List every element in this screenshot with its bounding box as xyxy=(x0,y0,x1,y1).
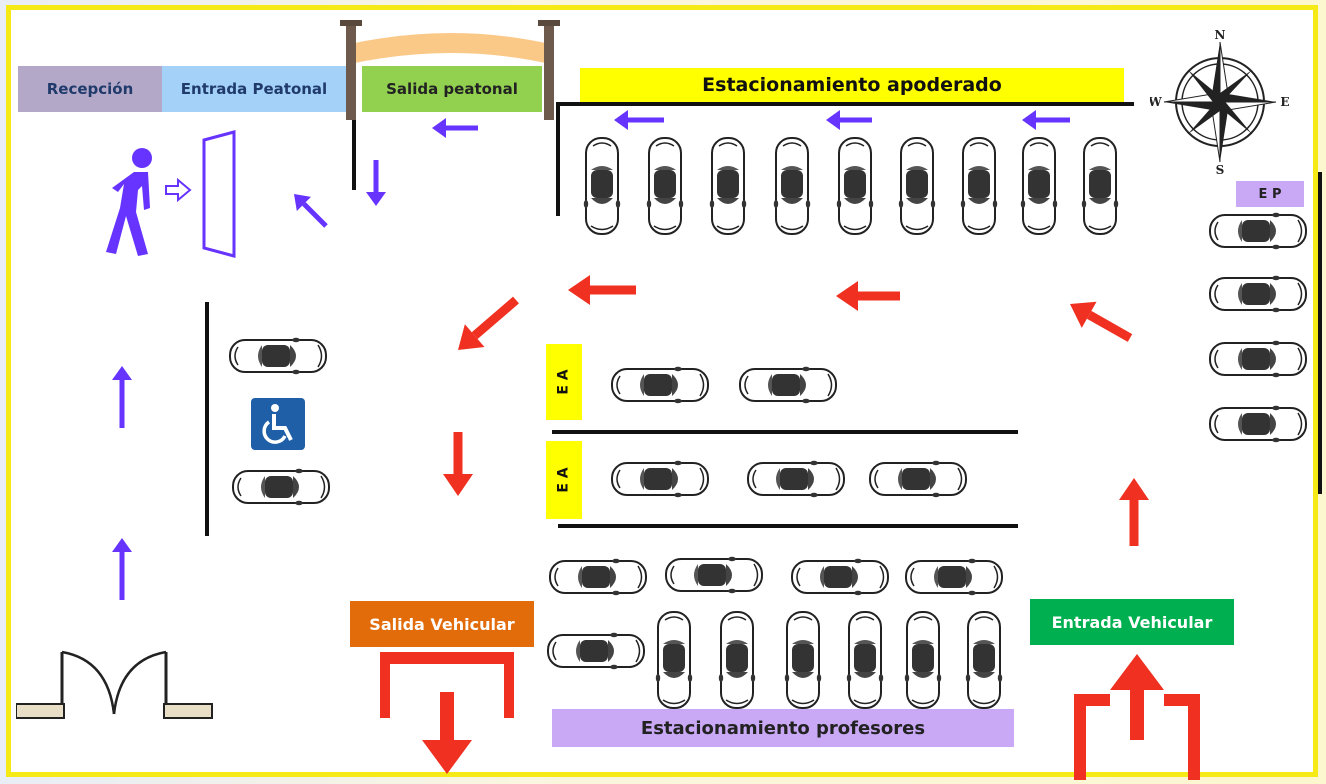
ea-parked-car-icon xyxy=(610,460,710,502)
pedestrian-flow-arrow-10 xyxy=(826,110,872,130)
vehicle-flow-arrow-0 xyxy=(1070,301,1133,342)
profesores-parked-car-icon xyxy=(790,558,890,600)
ea-divider-wall-top xyxy=(552,430,1018,434)
estacionamiento-profesores-label: Estacionamiento profesores xyxy=(552,709,1014,747)
apoderado-parked-car-icon xyxy=(709,136,747,240)
entrada-peatonal-label: Entrada Peatonal xyxy=(162,66,346,112)
recepcion-label: Recepción xyxy=(18,66,162,112)
enter-arrow-icon xyxy=(165,178,192,202)
ea-divider-wall-bottom xyxy=(558,524,1018,528)
apoderado-parked-car-icon xyxy=(583,136,621,240)
apoderado-wall-left xyxy=(556,102,560,216)
profesores-parked-car-icon xyxy=(846,610,884,714)
ea-parked-car-icon xyxy=(738,366,838,408)
profesores-parked-car-icon xyxy=(718,610,756,714)
profesores-parked-car-icon xyxy=(664,556,764,598)
ep-parked-car-icon xyxy=(1208,405,1308,447)
profesores-parked-car-icon xyxy=(904,610,942,714)
apoderado-parked-car-icon xyxy=(646,136,684,240)
ea-top-label: E A xyxy=(546,344,582,420)
pedestrian-entrance-door-icon xyxy=(16,650,213,719)
profesores-parked-car-icon xyxy=(548,558,648,600)
compass-s: S xyxy=(1216,163,1225,176)
profesores-parked-car-icon xyxy=(784,610,822,714)
apoderado-parked-car-icon xyxy=(960,136,998,240)
vehicle-entrance-gate-icon xyxy=(1074,654,1200,780)
ep-parked-car-icon xyxy=(1208,275,1308,317)
compass-w: W xyxy=(1150,95,1162,109)
accessible-parking-wall xyxy=(205,302,209,536)
apoderado-parked-car-icon xyxy=(773,136,811,240)
apoderado-parked-car-icon xyxy=(898,136,936,240)
door-icon xyxy=(202,130,236,258)
vehicle-exit-gate-icon xyxy=(380,652,514,774)
pedestrian-flow-arrow-8 xyxy=(294,194,328,228)
compass-n: N xyxy=(1215,28,1226,42)
pedestrian-flow-arrow-6 xyxy=(432,118,478,138)
profesores-parked-car-icon xyxy=(655,610,693,714)
vehicle-flow-arrow-2 xyxy=(568,275,636,305)
vehicle-flow-arrow-4 xyxy=(443,432,473,496)
ep-parked-car-icon xyxy=(1208,212,1308,254)
ep-parked-car-icon xyxy=(1208,340,1308,382)
pedestrian-flow-arrow-13 xyxy=(112,538,132,600)
ep-wall xyxy=(1318,172,1322,494)
pedestrian-flow-arrow-9 xyxy=(614,110,664,130)
ea-bottom-label: E A xyxy=(546,441,582,519)
gate-arch-icon xyxy=(340,20,560,120)
apoderado-parked-car-icon xyxy=(1020,136,1058,240)
salida-vehicular-label: Salida Vehicular xyxy=(350,601,534,647)
profesores-parked-car-icon xyxy=(546,632,646,674)
apoderado-wall-top xyxy=(556,102,1134,106)
walking-person-icon xyxy=(106,148,152,256)
pedestrian-gate-post xyxy=(352,112,356,190)
accessible-parked-car-icon xyxy=(228,337,328,379)
vehicle-flow-arrow-1 xyxy=(836,281,900,311)
compass-e: E xyxy=(1280,95,1289,109)
vehicle-flow-arrow-5 xyxy=(1119,478,1149,546)
ea-parked-car-icon xyxy=(610,366,710,408)
estacionamiento-apoderado-label: Estacionamiento apoderado xyxy=(580,68,1124,102)
pedestrian-flow-arrow-7 xyxy=(366,160,386,206)
profesores-parked-car-icon xyxy=(965,610,1003,714)
entrada-vehicular-label: Entrada Vehicular xyxy=(1030,599,1234,645)
ea-parked-car-icon xyxy=(746,460,846,502)
salida-peatonal-label: Salida peatonal xyxy=(362,66,542,112)
apoderado-parked-car-icon xyxy=(1081,136,1119,240)
pedestrian-flow-arrow-11 xyxy=(1022,110,1070,130)
ep-label: E P xyxy=(1236,181,1304,207)
ea-parked-car-icon xyxy=(868,460,968,502)
wheelchair-accessibility-icon xyxy=(251,398,305,450)
compass-rose-icon: N S W E xyxy=(1150,28,1290,176)
profesores-parked-car-icon xyxy=(904,558,1004,600)
apoderado-parked-car-icon xyxy=(836,136,874,240)
accessible-parked-car-icon xyxy=(231,468,331,510)
pedestrian-flow-arrow-12 xyxy=(112,366,132,428)
vehicle-flow-arrow-3 xyxy=(458,296,519,350)
